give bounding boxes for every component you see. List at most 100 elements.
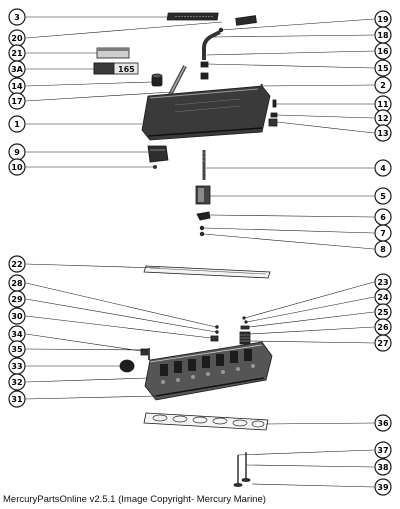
callout-3[interactable]: 3 (8, 8, 26, 26)
callout-22[interactable]: 22 (8, 255, 26, 273)
part-decal-strip[interactable] (166, 12, 219, 21)
callout-27[interactable]: 27 (374, 334, 392, 352)
callout-28[interactable]: 28 (8, 274, 26, 292)
callout-16[interactable]: 16 (374, 42, 392, 60)
svg-text:18: 18 (377, 31, 389, 40)
callout-5[interactable]: 5 (374, 187, 392, 205)
part-pcv-hose[interactable] (200, 27, 224, 80)
part-block-21[interactable] (96, 47, 130, 59)
callout-14[interactable]: 14 (8, 77, 26, 95)
callout-7[interactable]: 7 (374, 224, 392, 242)
svg-text:21: 21 (11, 49, 23, 58)
svg-text:33: 33 (11, 362, 22, 371)
callout-26[interactable]: 26 (374, 318, 392, 336)
callout-3A[interactable]: 3A (8, 60, 26, 78)
decal-165-text: 165 (118, 65, 135, 74)
callout-2[interactable]: 2 (374, 76, 392, 94)
callout-39[interactable]: 39 (374, 478, 392, 496)
svg-text:13: 13 (377, 129, 388, 138)
callout-17[interactable]: 17 (8, 92, 26, 110)
callout-24[interactable]: 24 (374, 288, 392, 306)
svg-text:25: 25 (377, 308, 389, 317)
part-cylinder-head[interactable] (144, 341, 273, 401)
callout-11[interactable]: 11 (374, 95, 392, 113)
part-washer-10[interactable] (153, 165, 157, 169)
svg-text:3A: 3A (11, 65, 24, 74)
callout-18[interactable]: 18 (374, 26, 392, 44)
part-valve-spring-assembly[interactable] (239, 316, 251, 345)
callout-6[interactable]: 6 (374, 208, 392, 226)
svg-text:19: 19 (377, 15, 389, 24)
part-valve-intake[interactable] (233, 455, 243, 487)
callout-36[interactable]: 36 (374, 414, 392, 432)
svg-text:8: 8 (380, 245, 386, 254)
callout-20[interactable]: 20 (8, 29, 26, 47)
part-bracket-9[interactable] (147, 145, 169, 163)
part-small-hardware-left[interactable] (210, 325, 219, 342)
callout-35[interactable]: 35 (8, 340, 26, 358)
callout-31[interactable]: 31 (8, 390, 26, 408)
svg-text:14: 14 (11, 82, 23, 91)
part-rocker-stud[interactable] (201, 150, 207, 180)
svg-text:2: 2 (380, 81, 386, 90)
svg-text:4: 4 (380, 164, 386, 173)
part-bolt-2[interactable] (259, 83, 263, 91)
callout-25[interactable]: 25 (374, 303, 392, 321)
svg-text:34: 34 (11, 330, 23, 339)
svg-text:31: 31 (11, 395, 23, 404)
callout-23[interactable]: 23 (374, 273, 392, 291)
callout-15[interactable]: 15 (374, 59, 392, 77)
callout-32[interactable]: 32 (8, 373, 26, 391)
svg-text:39: 39 (377, 483, 389, 492)
svg-text:24: 24 (377, 293, 389, 302)
svg-text:1: 1 (14, 120, 20, 129)
part-valve-exhaust[interactable] (241, 452, 251, 482)
callout-9[interactable]: 9 (8, 143, 26, 161)
callout-4[interactable]: 4 (374, 159, 392, 177)
svg-text:28: 28 (11, 279, 23, 288)
svg-text:27: 27 (377, 339, 388, 348)
svg-text:12: 12 (377, 114, 388, 123)
part-guide-5[interactable] (195, 185, 211, 205)
svg-text:38: 38 (377, 463, 389, 472)
part-grommets[interactable] (268, 99, 278, 127)
svg-text:9: 9 (14, 148, 20, 157)
callout-21[interactable]: 21 (8, 44, 26, 62)
svg-text:37: 37 (377, 446, 388, 455)
callouts-left: 3 20 21 3A 14 17 1 9 10 22 28 29 30 34 3… (8, 8, 26, 408)
part-freeze-plug[interactable] (119, 359, 135, 373)
callout-1[interactable]: 1 (8, 115, 26, 133)
callout-37[interactable]: 37 (374, 441, 392, 459)
svg-text:6: 6 (380, 213, 386, 222)
parts-layer: 165 (93, 12, 278, 487)
part-cover-gasket[interactable] (143, 265, 271, 279)
callout-10[interactable]: 10 (8, 158, 26, 176)
callout-33[interactable]: 33 (8, 357, 26, 375)
svg-text:29: 29 (11, 295, 23, 304)
part-valve-cover[interactable] (141, 85, 271, 141)
svg-text:5: 5 (380, 192, 386, 201)
part-rocker-balls[interactable] (199, 225, 205, 237)
callout-8[interactable]: 8 (374, 240, 392, 258)
part-filler-cap[interactable] (151, 73, 163, 87)
svg-text:30: 30 (11, 312, 23, 321)
callout-30[interactable]: 30 (8, 307, 26, 325)
svg-text:10: 10 (11, 163, 23, 172)
part-breather-tube[interactable] (168, 65, 187, 96)
callout-13[interactable]: 13 (374, 124, 392, 142)
svg-text:32: 32 (11, 378, 22, 387)
callout-34[interactable]: 34 (8, 325, 26, 343)
part-small-decal[interactable] (235, 15, 257, 26)
callout-38[interactable]: 38 (374, 458, 392, 476)
callout-19[interactable]: 19 (374, 10, 392, 28)
svg-text:16: 16 (377, 47, 389, 56)
svg-text:11: 11 (377, 100, 389, 109)
part-rocker-arm[interactable] (196, 211, 211, 221)
part-165-decal[interactable]: 165 (93, 62, 139, 75)
callout-29[interactable]: 29 (8, 290, 26, 308)
callout-12[interactable]: 12 (374, 109, 392, 127)
part-head-gasket[interactable] (143, 412, 269, 431)
svg-text:3: 3 (14, 13, 20, 22)
svg-text:26: 26 (377, 323, 389, 332)
